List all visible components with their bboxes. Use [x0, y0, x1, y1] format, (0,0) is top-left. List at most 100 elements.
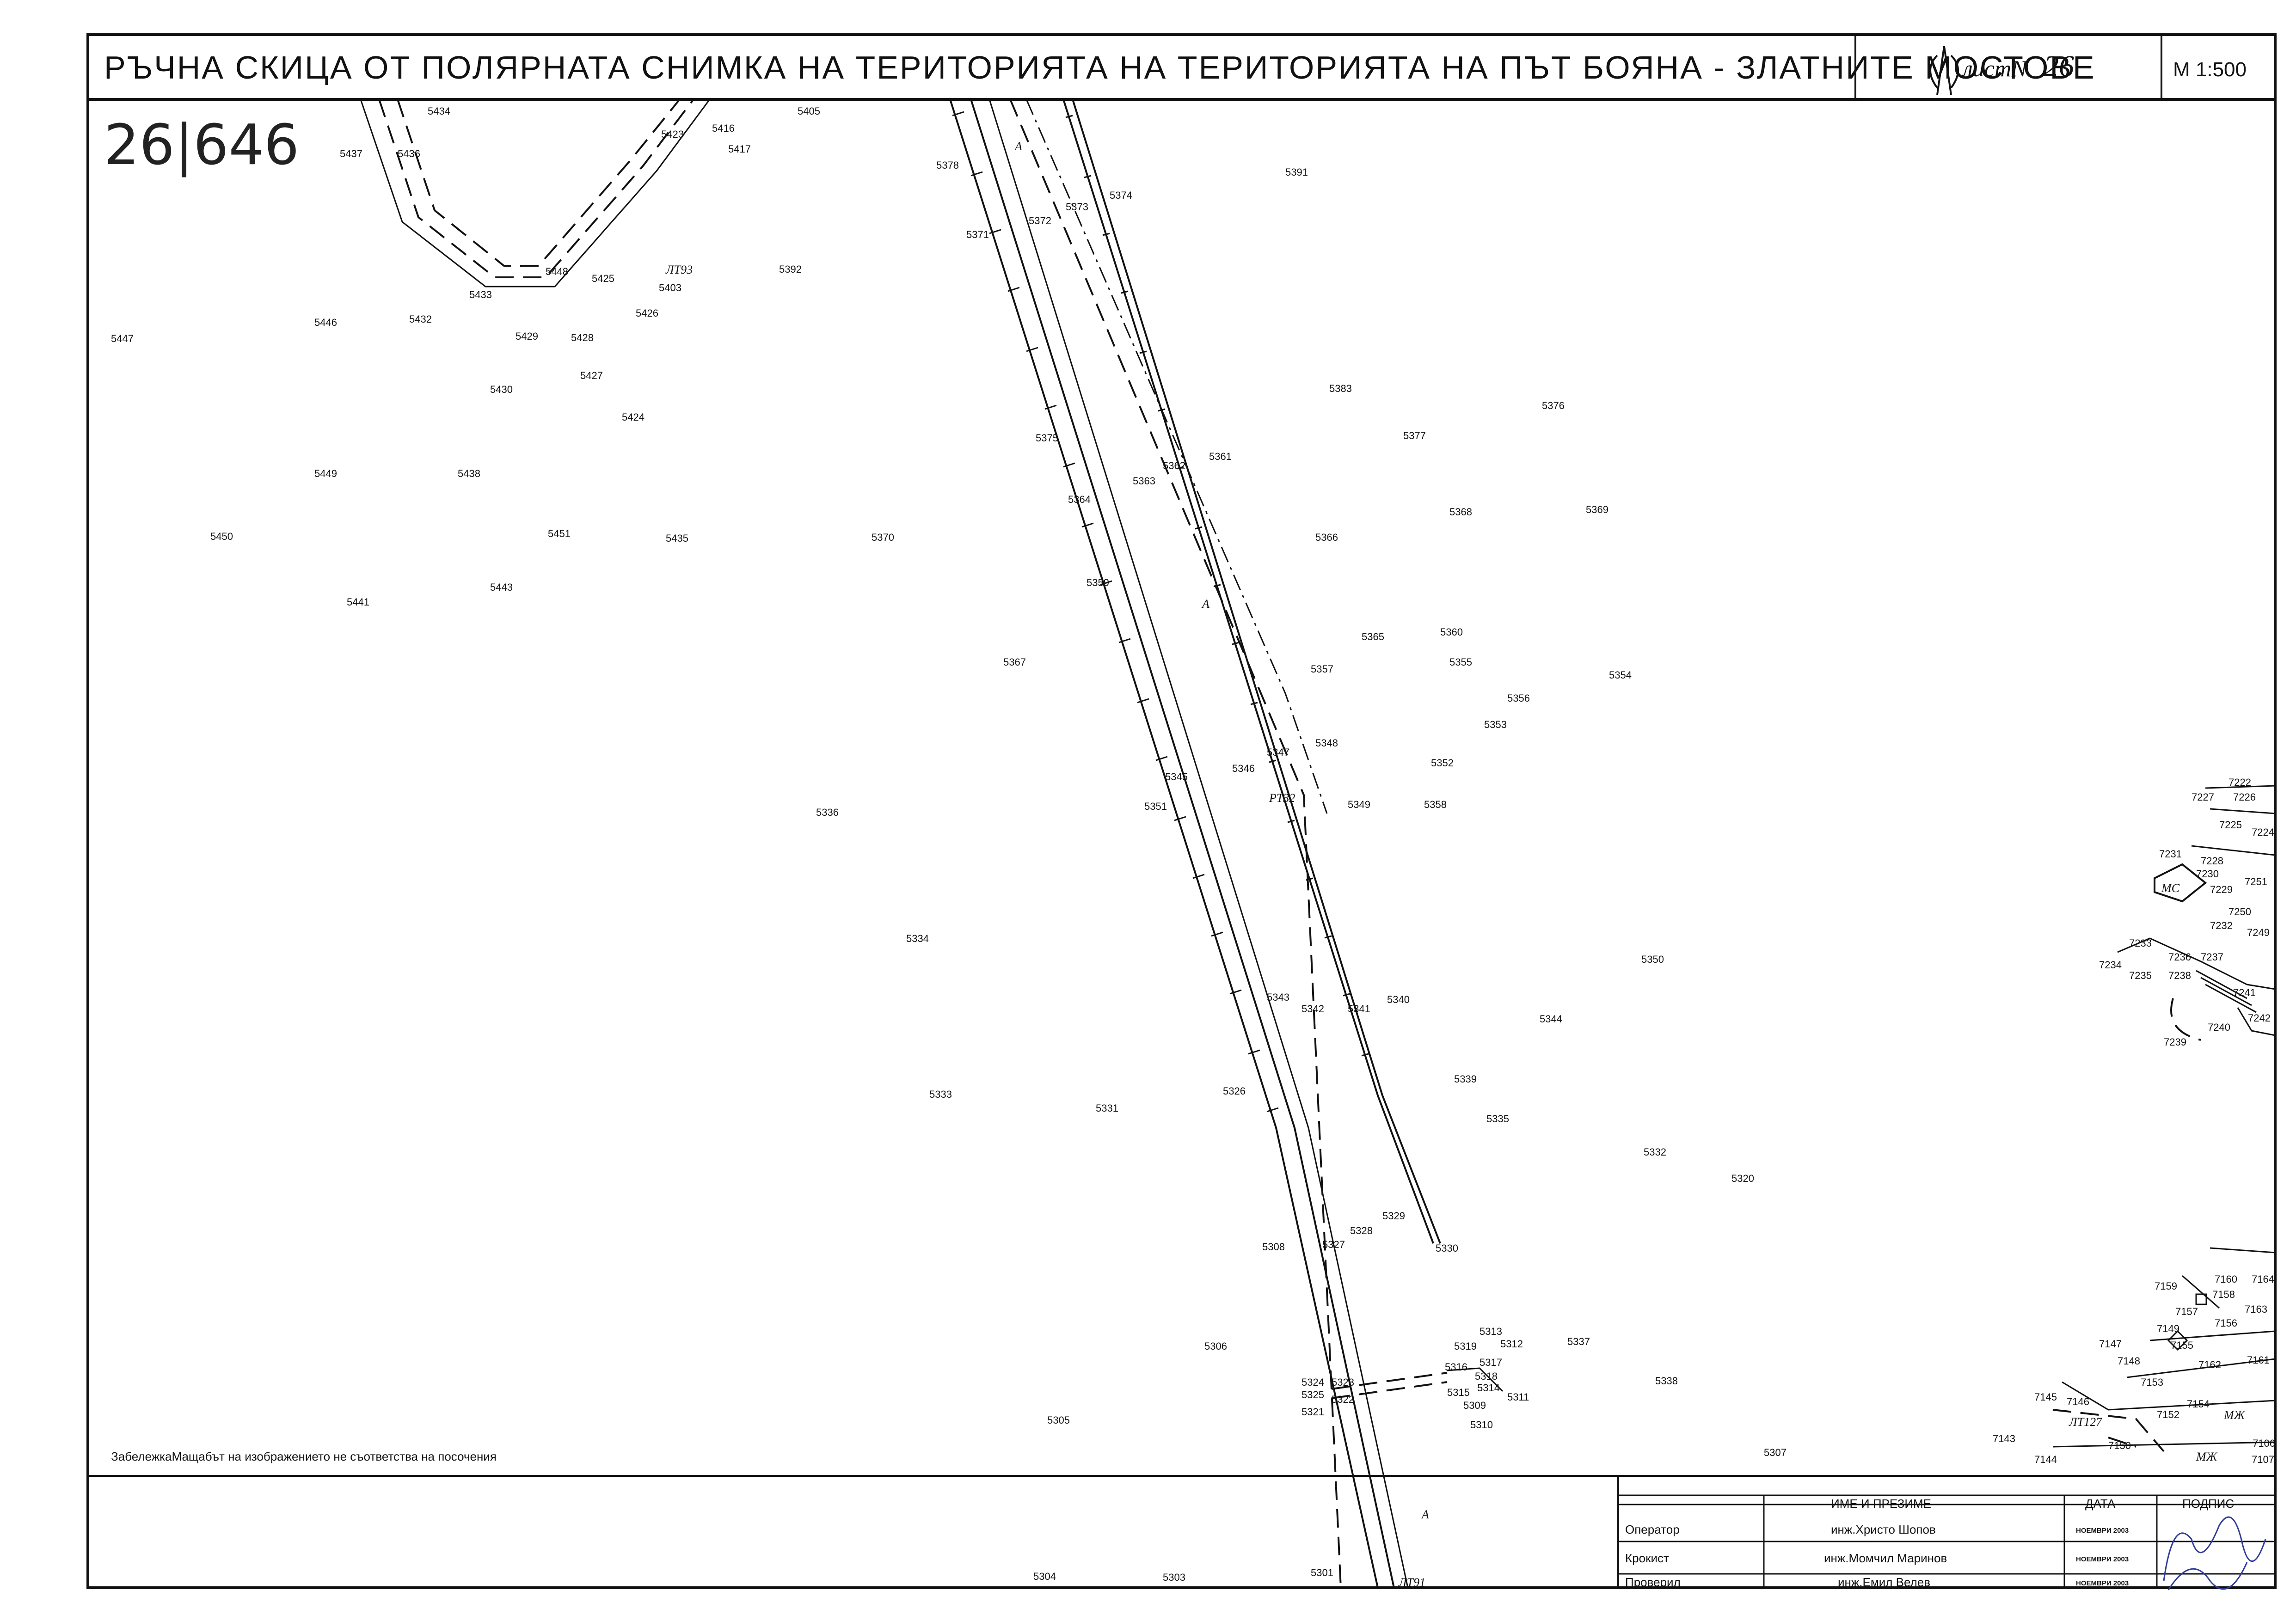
signature-table: ИМЕ И ПРЕЗИМЕ ДАТА ПОДПИС Оператор инж.Х… [1617, 1475, 2276, 1590]
cross-lines-bottom [1331, 1367, 1504, 1399]
point-label: 5346 [1232, 763, 1255, 774]
point-label: 5405 [798, 105, 820, 117]
point-label: 7145 [2034, 1391, 2057, 1403]
point-label: 5353 [1484, 719, 1507, 730]
point-label: 7249 [2247, 927, 2270, 938]
point-label: 5361 [1209, 451, 1232, 462]
north-arrow-icon [1929, 46, 1959, 95]
track-upper-left [360, 98, 711, 287]
point-label: 5333 [929, 1089, 952, 1100]
point-label: 5342 [1301, 1003, 1324, 1015]
point-label: 7239 [2164, 1036, 2186, 1048]
point-label: 7228 [2201, 855, 2223, 867]
point-label: 5323 [1332, 1376, 1354, 1388]
point-label: 5352 [1431, 757, 1454, 769]
point-label: 7144 [2034, 1454, 2057, 1465]
role-checker: Проверил [1625, 1575, 1681, 1589]
point-label: 5377 [1403, 430, 1426, 441]
point-label: 5366 [1315, 532, 1338, 543]
building-cluster-mc [2117, 785, 2276, 1041]
point-label: 5365 [1362, 631, 1384, 642]
point-label: 5339 [1454, 1073, 1477, 1085]
point-label: 5433 [469, 289, 492, 300]
point-label: 7149 [2157, 1323, 2179, 1334]
point-label: 7222 [2228, 777, 2251, 788]
point-label: 7148 [2118, 1355, 2140, 1367]
point-label: 5336 [816, 807, 839, 818]
point-label: 7237 [2201, 951, 2223, 963]
role-operator: Оператор [1625, 1523, 1680, 1536]
point-label: 5449 [314, 468, 337, 479]
point-label: 5316 [1445, 1361, 1467, 1373]
point-label: 5369 [1586, 504, 1608, 515]
point-label: 5348 [1315, 737, 1338, 749]
station-label: РТ32 [1269, 791, 1295, 805]
point-label: 5322 [1332, 1394, 1354, 1405]
point-label: 5358 [1424, 799, 1447, 810]
point-label: 5429 [516, 330, 538, 342]
name-sketcher: инж.Момчил Маринов [1824, 1551, 1947, 1565]
point-label: 5376 [1542, 400, 1565, 411]
point-label: 5332 [1644, 1146, 1666, 1158]
area-label: MЖ [2196, 1450, 2218, 1463]
point-label: 7156 [2215, 1317, 2237, 1329]
scale-note: ЗабележкаМащабът на изображението не съо… [111, 1450, 497, 1463]
point-label: 5451 [548, 528, 571, 539]
point-label: 5432 [409, 313, 432, 325]
point-label: 5327 [1322, 1239, 1345, 1250]
table-header-name: ИМЕ И ПРЕЗИМЕ [1831, 1497, 1931, 1511]
point-label: 5324 [1301, 1376, 1324, 1388]
point-label: 7233 [2129, 937, 2152, 949]
sheet-label: листN [1961, 55, 2028, 81]
point-label: 7234 [2099, 959, 2122, 971]
point-label: 5306 [1204, 1340, 1227, 1352]
point-label: 7155 [2171, 1340, 2193, 1351]
area-label: MC [2161, 881, 2180, 895]
point-label: 5325 [1301, 1389, 1324, 1401]
area-label: А [1014, 140, 1022, 153]
point-label: 7250 [2228, 906, 2251, 918]
point-label: 5416 [712, 122, 735, 134]
point-label: 5363 [1133, 475, 1155, 487]
handwritten-code: 26|646 [104, 113, 299, 177]
point-label: 5370 [872, 532, 894, 543]
point-label: 5335 [1486, 1113, 1509, 1125]
point-label: 5350 [1641, 954, 1664, 965]
table-header-date: ДАТА [2085, 1497, 2116, 1511]
point-label: 7150 [2108, 1440, 2131, 1451]
point-label: 5338 [1655, 1375, 1678, 1387]
point-label: 5344 [1540, 1013, 1562, 1025]
point-label: 5374 [1110, 190, 1132, 201]
point-label: 5311 [1507, 1391, 1529, 1403]
point-label: 5313 [1480, 1326, 1502, 1337]
point-label: 5334 [906, 933, 929, 944]
area-labels: А А А MC MЖ MЖ ЛТ93 РТ32 ЛТ127 ЛТ91 [665, 140, 2246, 1589]
point-labels: 5434 5437 5436 5423 5416 5417 5405 5378 … [111, 105, 2275, 1583]
point-label: 5391 [1285, 166, 1308, 178]
point-label: 5430 [490, 384, 513, 395]
point-label: 5340 [1387, 994, 1410, 1005]
point-label: 5319 [1454, 1340, 1477, 1352]
point-label: 5372 [1029, 215, 1051, 226]
point-label: 5447 [111, 333, 134, 344]
point-label: 7160 [2215, 1273, 2237, 1285]
signature-scribble [2163, 1516, 2266, 1590]
point-label: 7229 [2210, 884, 2233, 895]
point-label: 5359 [1087, 577, 1109, 588]
point-label: 5450 [210, 531, 233, 542]
point-label: 5309 [1463, 1400, 1486, 1411]
point-label: 7154 [2187, 1398, 2210, 1410]
point-label: 5392 [779, 263, 802, 275]
point-label: 7225 [2219, 819, 2242, 831]
point-label: 5320 [1731, 1173, 1754, 1184]
point-label: 5417 [728, 143, 751, 155]
point-label: 5438 [458, 468, 480, 479]
point-label: 5428 [571, 332, 594, 343]
point-label: 5312 [1500, 1338, 1523, 1350]
point-label: 5328 [1350, 1225, 1373, 1236]
point-label: 7146 [2067, 1396, 2089, 1407]
point-label: 7157 [2175, 1306, 2198, 1317]
role-sketcher: Крокист [1625, 1551, 1669, 1565]
point-label: 5331 [1096, 1102, 1118, 1114]
